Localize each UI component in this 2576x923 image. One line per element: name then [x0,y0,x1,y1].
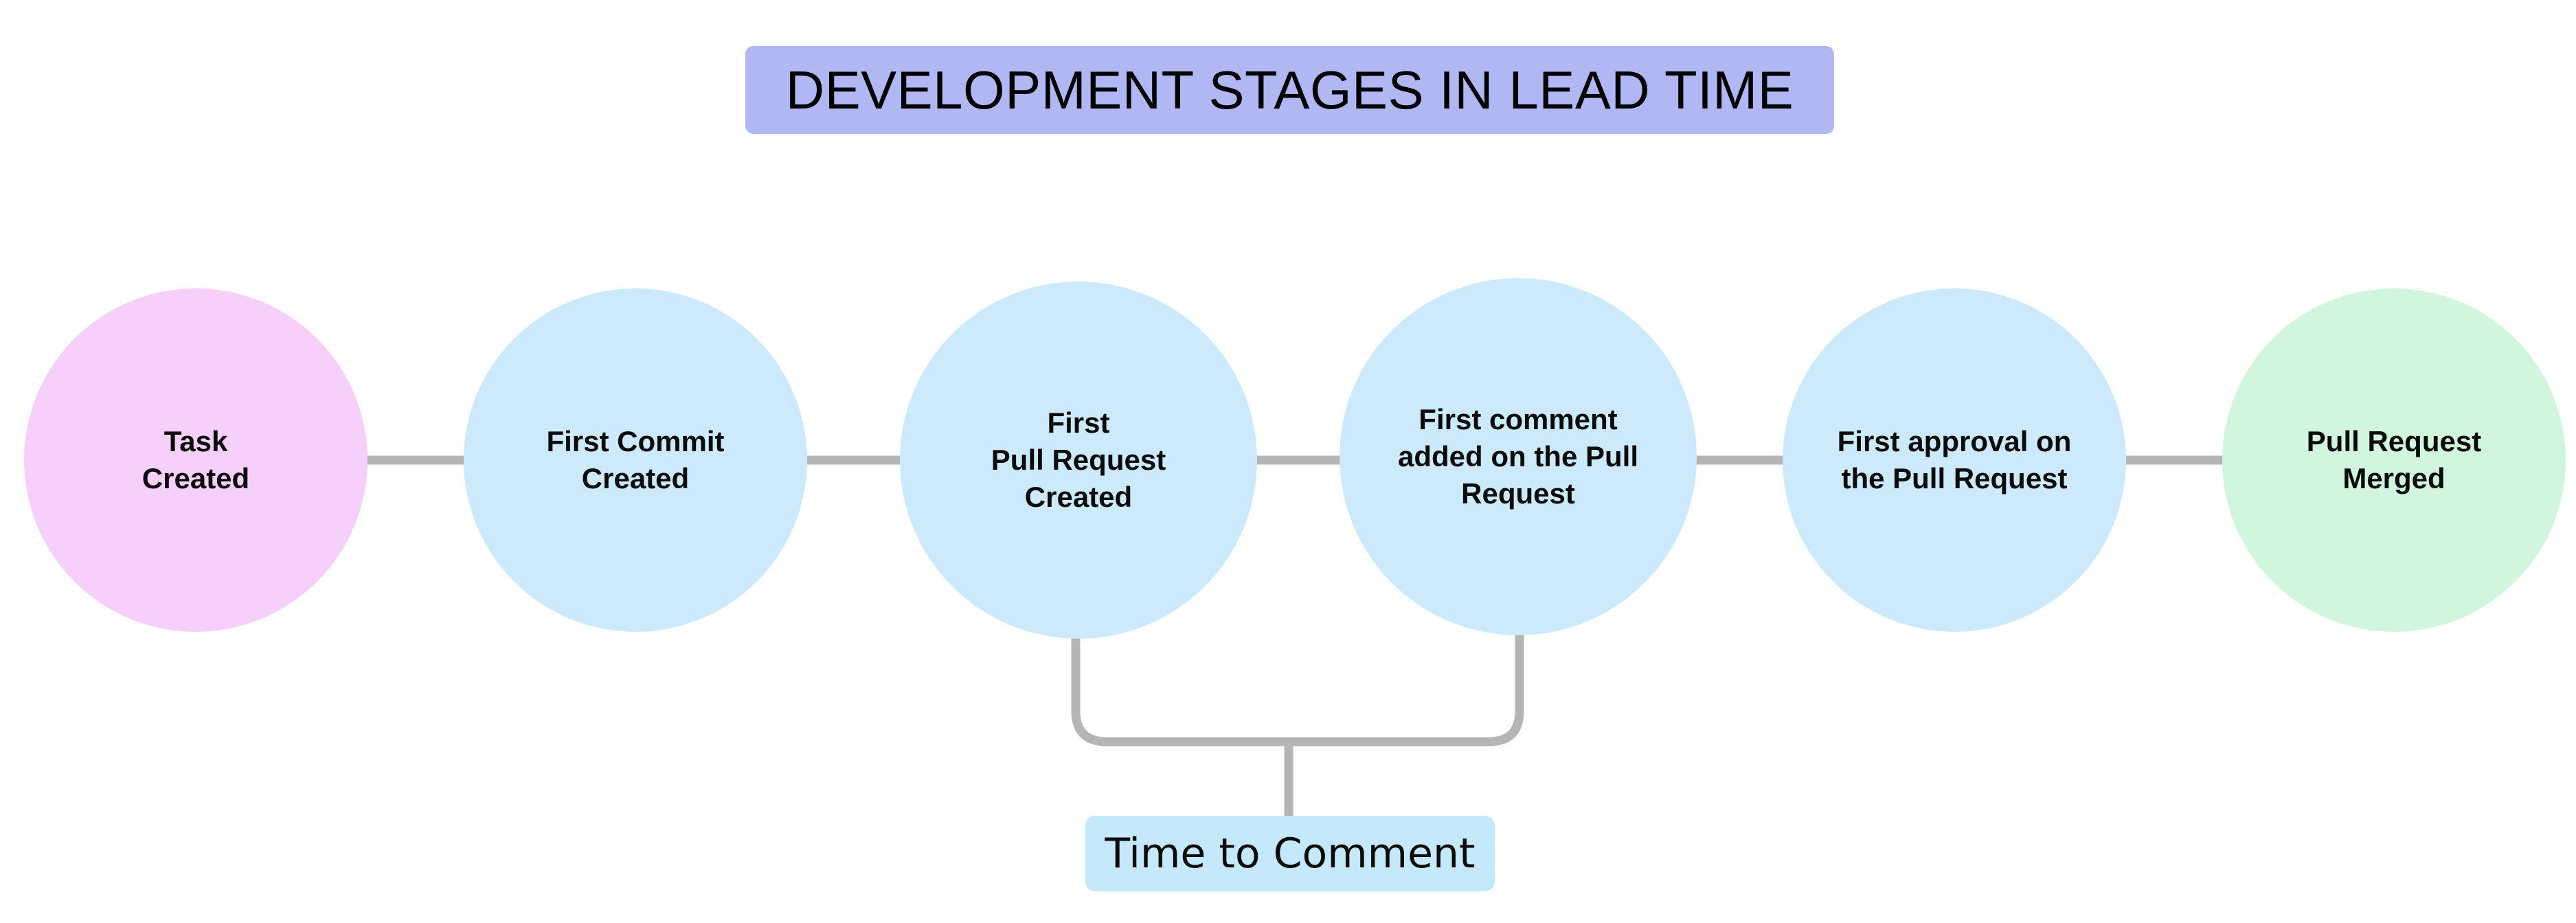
stage-node-task-created[interactable]: Task Created [24,288,368,632]
stage-label: Task Created [142,425,250,494]
stage-node-first-approval-on-pull-request[interactable]: First approval on the Pull Request [1783,288,2126,632]
stage-node-first-commit-created[interactable]: First Commit Created [464,288,807,632]
stage-label: First Commit Created [546,425,725,494]
stage-label: First comment added on the Pull Request [1397,403,1638,510]
stage-label: First Pull Request Created [991,407,1166,513]
stage-node-first-pull-request-created[interactable]: First Pull Request Created [900,282,1257,639]
stage-node-first-comment-on-pull-request[interactable]: First comment added on the Pull Request [1340,278,1697,635]
callout-bracket [1071,622,1524,747]
time-to-comment-callout[interactable]: Time to Comment [1085,816,1495,891]
diagram-title-banner: DEVELOPMENT STAGES IN LEAD TIME [745,46,1834,134]
callout-label: Time to Comment [1105,830,1476,878]
stage-node-pull-request-merged[interactable]: Pull Request Merged [2222,288,2566,632]
stage-label: Pull Request Merged [2306,425,2482,494]
page-title: DEVELOPMENT STAGES IN LEAD TIME [785,60,1794,120]
stage-label: First approval on the Pull Request [1837,425,2072,494]
